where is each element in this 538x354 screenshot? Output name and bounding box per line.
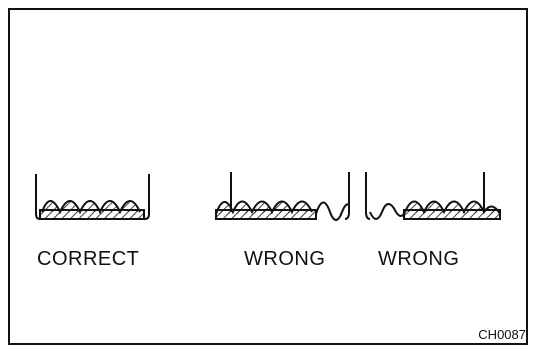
panel-correct xyxy=(35,174,150,220)
panel-wrong-1 xyxy=(215,172,350,221)
label-wrong-2: WRONG xyxy=(378,248,460,270)
label-wrong-1: WRONG xyxy=(244,248,326,270)
figure-frame xyxy=(8,8,528,345)
label-correct: CORRECT xyxy=(37,248,140,270)
panel-wrong-2 xyxy=(365,172,501,220)
figure-code: CH0087 xyxy=(478,327,526,342)
